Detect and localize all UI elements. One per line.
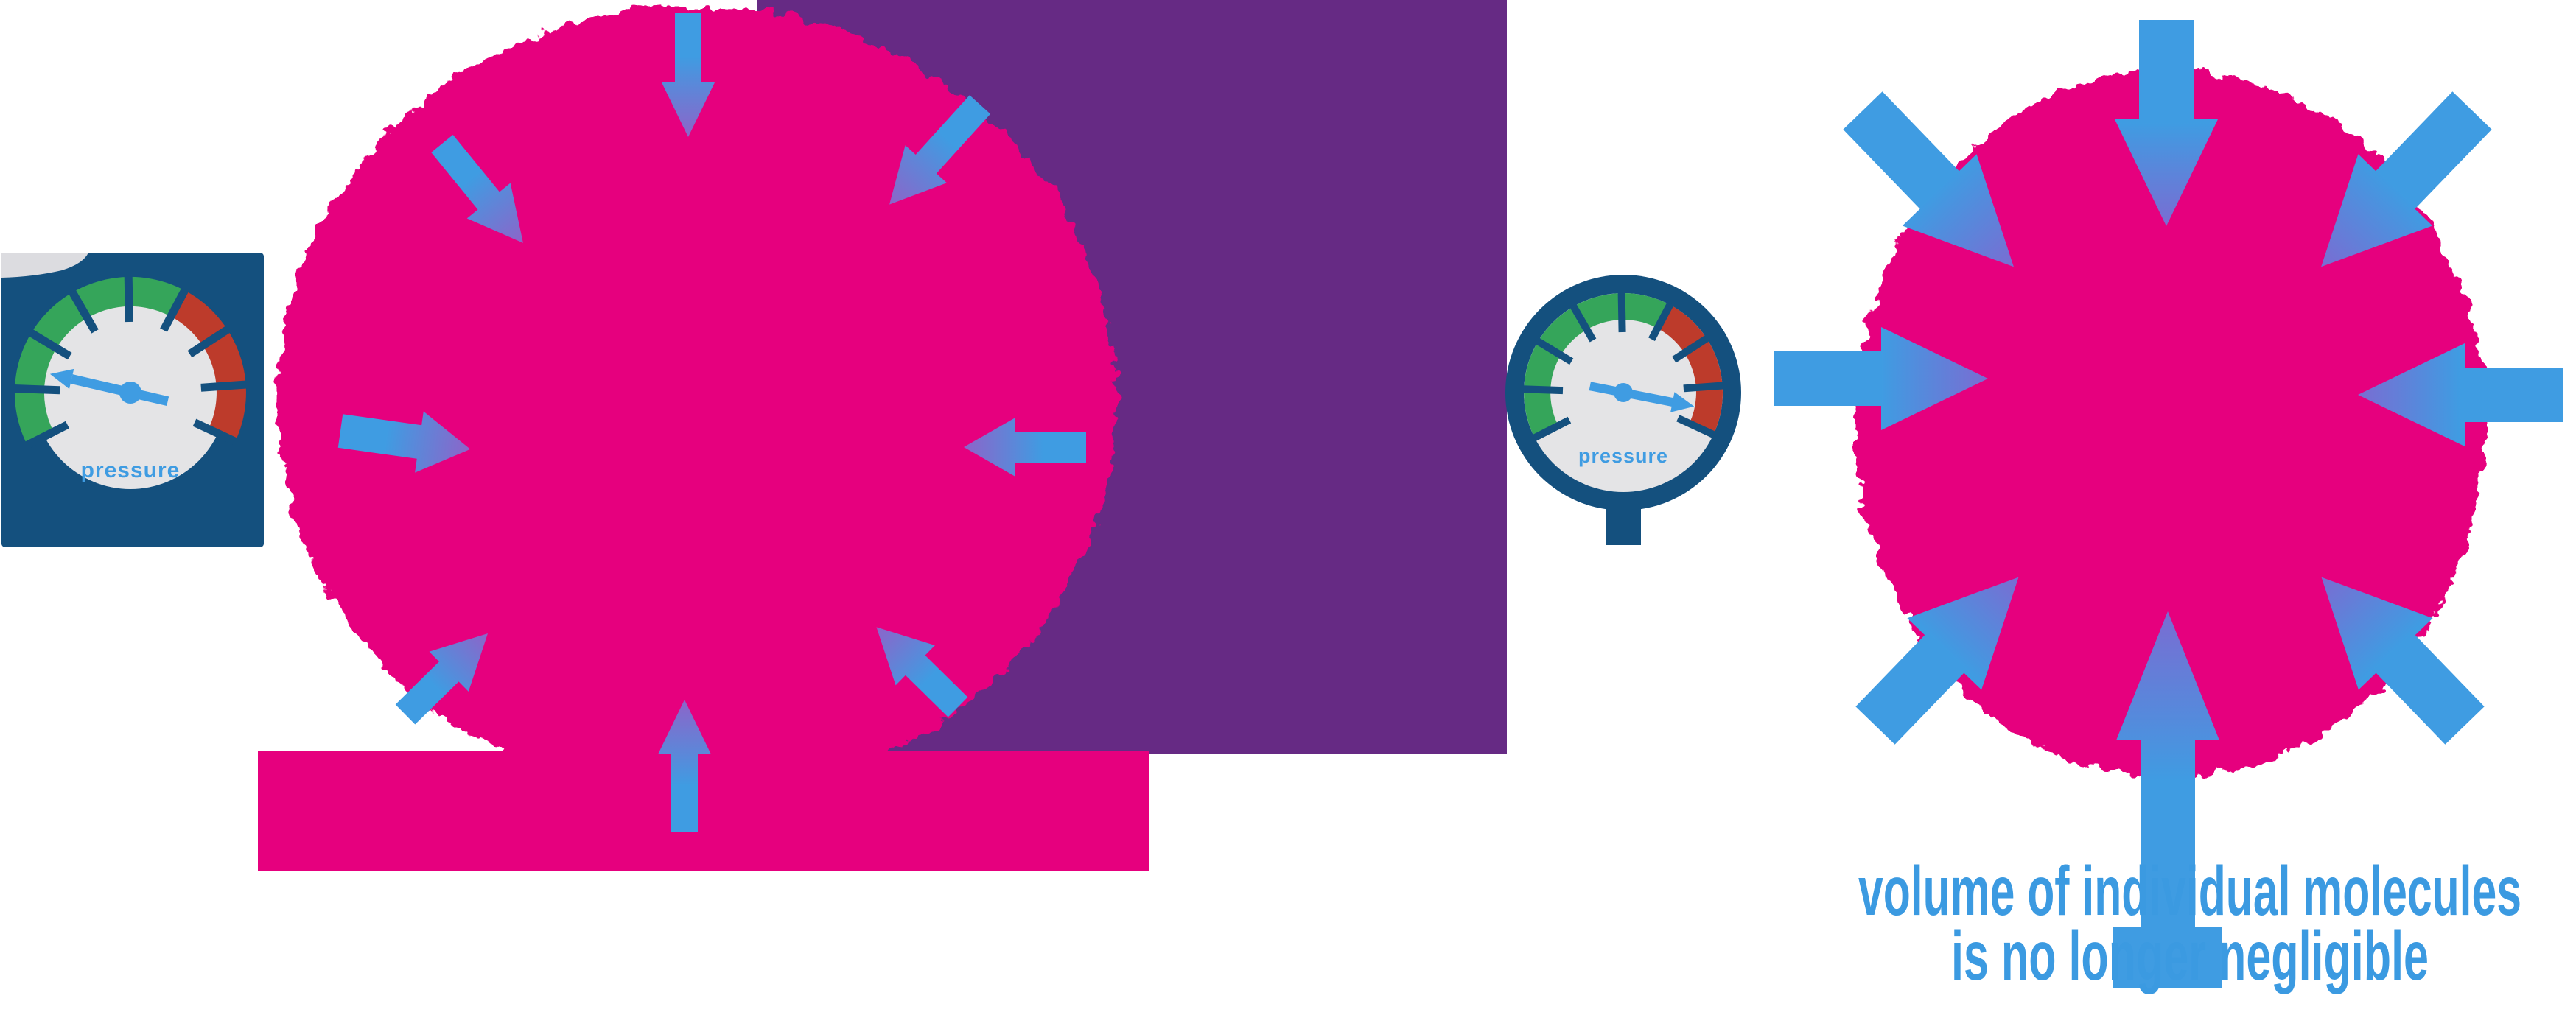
gauge-right-hub	[1614, 383, 1633, 402]
big-arrow-south-icon	[2113, 611, 2222, 988]
gauge-left-green-zone	[14, 276, 185, 446]
arrow-west-icon	[337, 411, 471, 473]
arrow-north-icon	[662, 13, 715, 137]
big-arrow-northwest-icon	[1843, 91, 2014, 267]
big-arrow-southeast-icon	[2321, 577, 2485, 745]
compression-arrows-right	[1774, 20, 2563, 988]
gauge-right-ticks	[1522, 291, 1725, 442]
gas-blob-large	[276, 6, 1116, 797]
gas-blob-compressed	[1855, 70, 2485, 777]
pressure-gauge-right: pressure	[1505, 275, 1741, 545]
arrow-southeast-icon	[876, 627, 968, 717]
arrow-east-icon	[964, 418, 1086, 477]
gauge-left-label: pressure	[81, 458, 181, 482]
pressure-gauge-left: pressure	[1, 253, 264, 547]
gauge-right-label: pressure	[1578, 445, 1668, 467]
arrow-northwest-icon	[431, 134, 523, 243]
gauge-right-green-zone	[1524, 293, 1670, 438]
big-arrow-east-icon	[2358, 343, 2563, 446]
caption-line-2: is no longer negligible	[1951, 917, 2429, 995]
gauge-left-corner-decoration	[1, 253, 88, 278]
gauge-left-needle	[49, 368, 169, 407]
big-arrow-north-icon	[2115, 20, 2218, 226]
arrow-southwest-icon	[395, 633, 488, 725]
caption-line-1: volume of individual molecules	[1858, 852, 2521, 930]
big-arrow-northeast-icon	[2321, 91, 2492, 267]
caption: volume of individual molecules is no lon…	[1858, 852, 2521, 995]
compression-arrows-left	[337, 13, 1086, 832]
gauge-right-needle	[1589, 382, 1695, 412]
arrow-northeast-icon	[889, 95, 991, 205]
gauge-left-ticks	[13, 275, 247, 449]
big-arrow-southwest-icon	[1855, 577, 2019, 745]
arrow-south-icon	[658, 700, 711, 832]
gauge-left-hub	[119, 382, 141, 404]
big-arrow-west-icon	[1774, 327, 1988, 430]
gauge-right-red-zone	[1656, 304, 1723, 435]
gauge-left-red-zone	[170, 290, 246, 442]
